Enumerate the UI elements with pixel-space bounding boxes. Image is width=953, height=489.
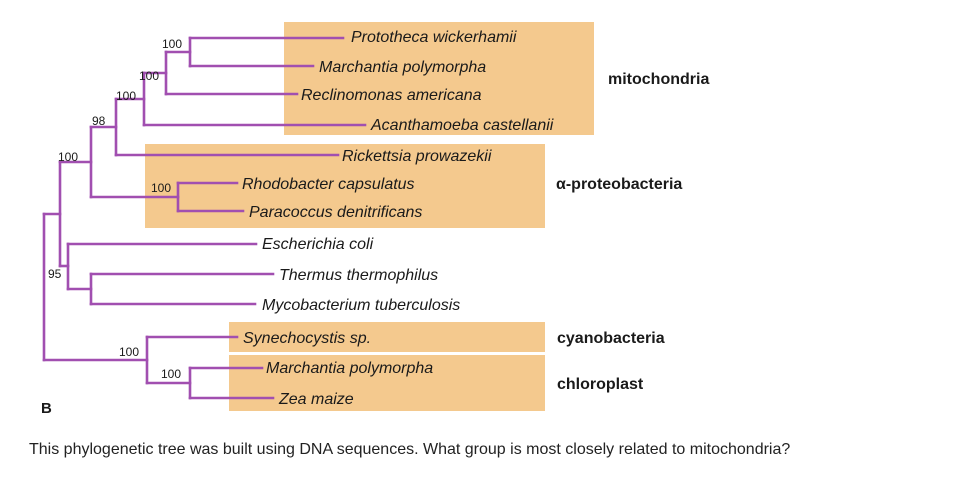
taxon-label: Synechocystis sp. xyxy=(243,330,371,347)
support-value: 100 xyxy=(151,181,171,195)
taxon-label: Acanthamoeba castellanii xyxy=(370,117,554,134)
group-label-alpha-proteobacteria: α-proteobacteria xyxy=(556,176,682,193)
group-label-cyanobacteria: cyanobacteria xyxy=(557,330,665,347)
support-value: 100 xyxy=(119,345,139,359)
support-value: 100 xyxy=(58,150,78,164)
support-value: 100 xyxy=(116,89,136,103)
group-label-mitochondria: mitochondria xyxy=(608,71,709,88)
panel-label: B xyxy=(41,400,52,417)
support-value: 100 xyxy=(162,37,182,51)
taxon-label: Rhodobacter capsulatus xyxy=(242,176,415,193)
alpha-proteobacteria-highlight xyxy=(145,144,545,228)
taxon-label: Zea maize xyxy=(278,391,354,408)
taxon-label: Prototheca wickerhamii xyxy=(351,29,517,46)
taxon-label: Reclinomonas americana xyxy=(301,87,482,104)
support-value: 100 xyxy=(139,69,159,83)
taxon-label: Thermus thermophilus xyxy=(279,267,438,284)
group-label-chloroplast: chloroplast xyxy=(557,376,644,393)
support-value: 100 xyxy=(161,367,181,381)
support-value: 95 xyxy=(48,267,62,281)
phylogenetic-tree: 100 100 100 98 100 100 95 100 100 Protot… xyxy=(41,22,709,417)
cyanobacteria-highlight xyxy=(229,322,545,352)
taxon-label: Marchantia polymorpha xyxy=(319,59,486,76)
tree-branches xyxy=(42,36,367,400)
taxon-label: Mycobacterium tuberculosis xyxy=(262,297,460,314)
chloroplast-highlight xyxy=(229,355,545,411)
question-text: This phylogenetic tree was built using D… xyxy=(29,441,791,458)
taxon-label: Marchantia polymorpha xyxy=(266,360,433,377)
support-value: 98 xyxy=(92,114,106,128)
taxon-label: Paracoccus denitrificans xyxy=(249,204,422,221)
taxon-label: Rickettsia prowazekii xyxy=(342,148,492,165)
taxon-label: Escherichia coli xyxy=(262,236,374,253)
mitochondria-highlight xyxy=(284,22,594,135)
